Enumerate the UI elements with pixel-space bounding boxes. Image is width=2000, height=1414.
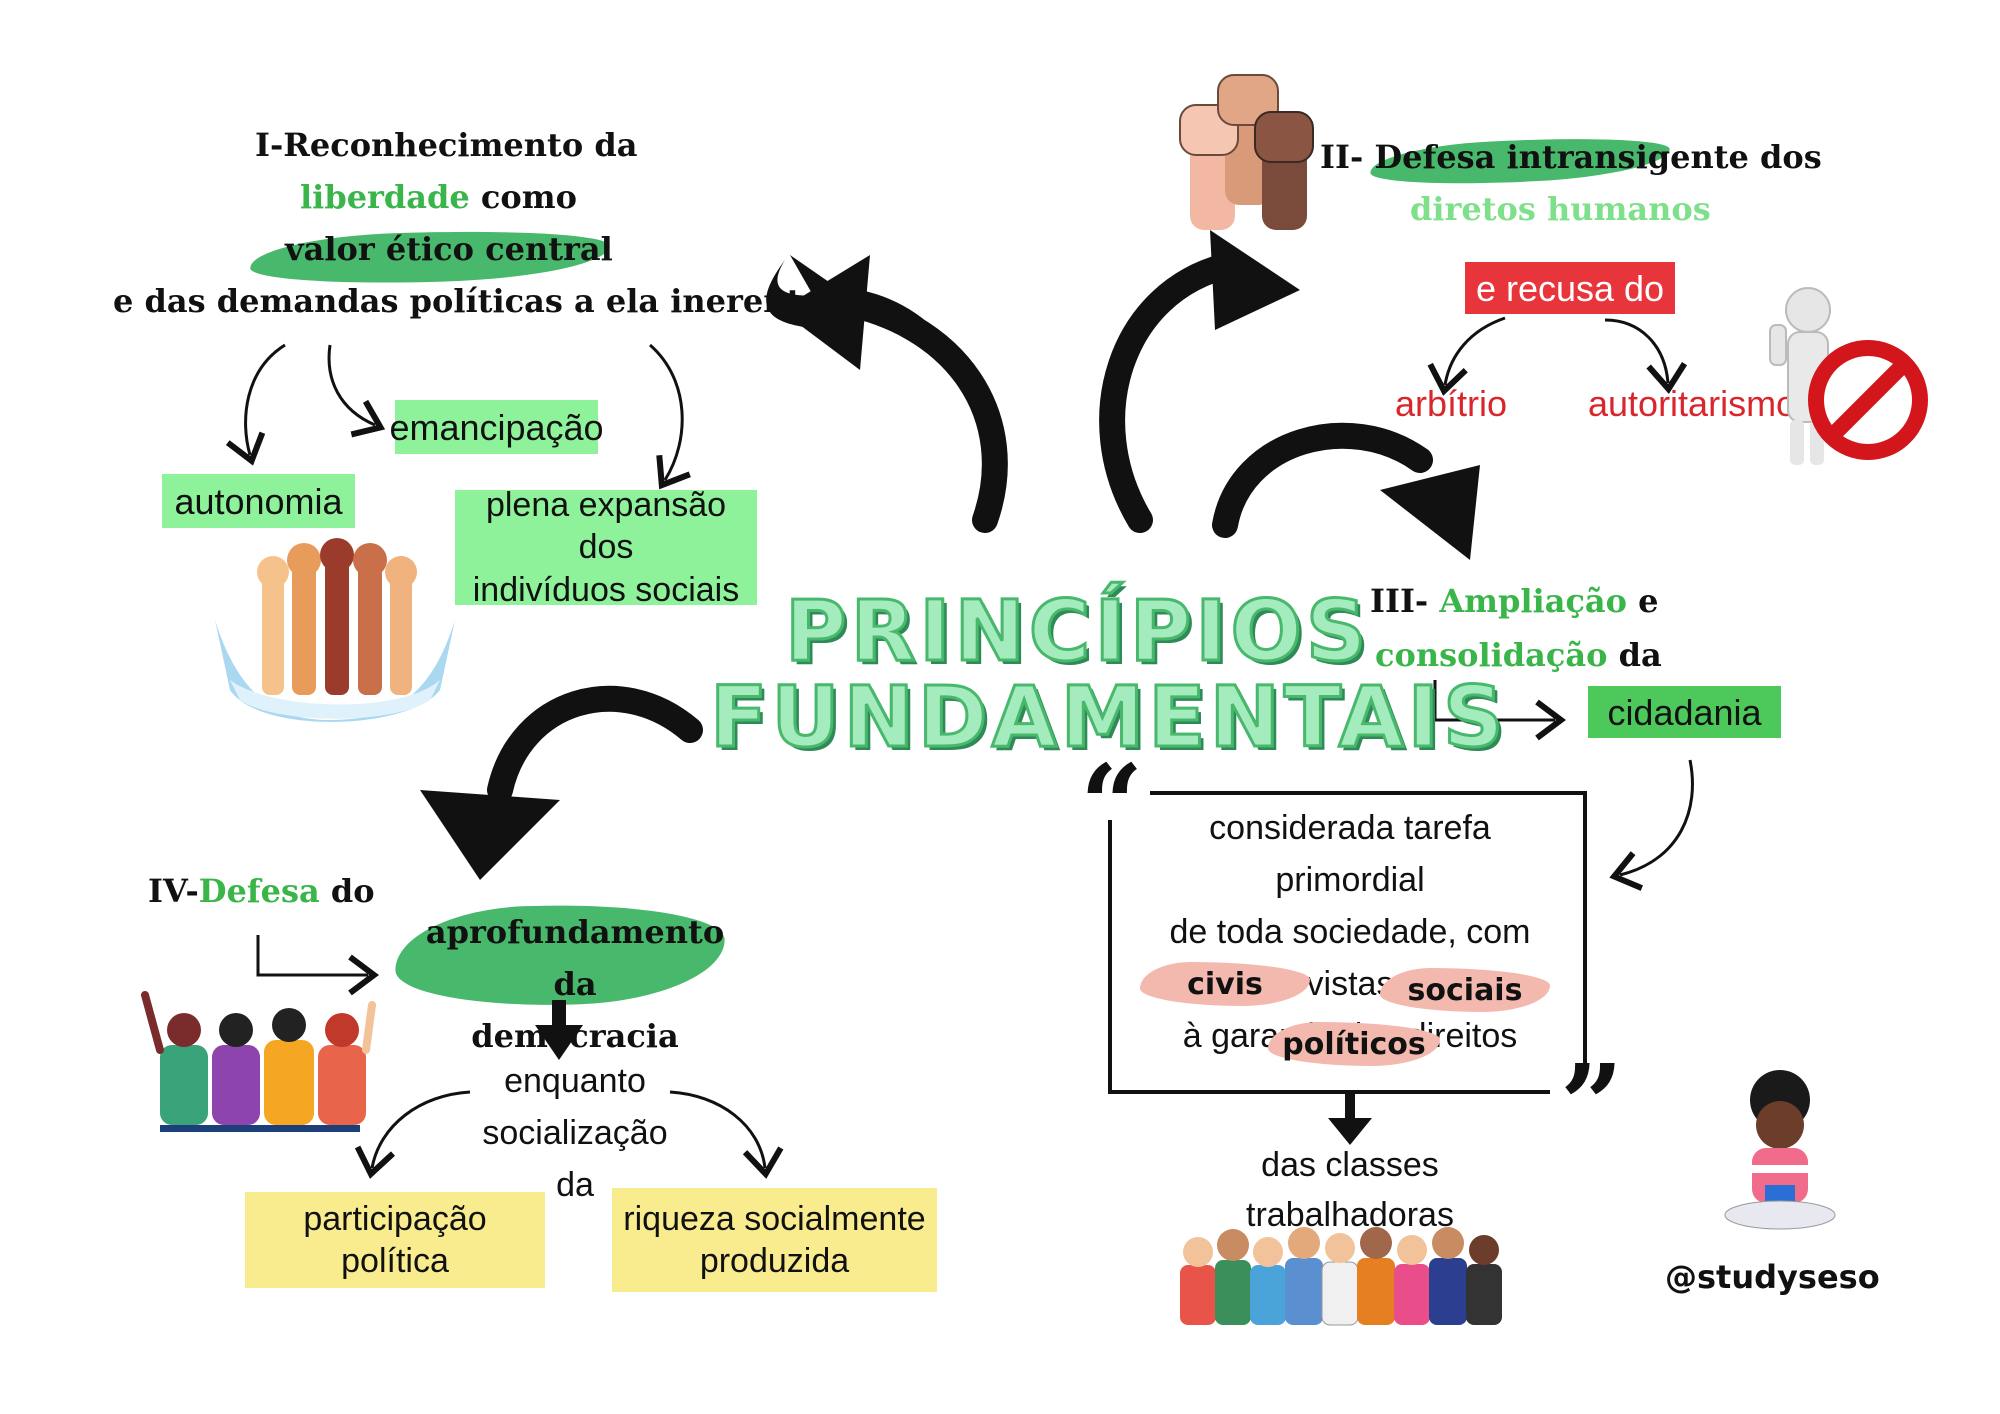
block-arrow-enquanto-stem (552, 1000, 566, 1030)
quote-frame (1108, 791, 1587, 1094)
cidadania-box: cidadania (1588, 686, 1781, 738)
right-civis-label: civis (1187, 966, 1263, 1002)
big-arrow-top-left-body (817, 287, 1008, 533)
emancipacao-label: emancipação (389, 406, 604, 448)
plena-line2: indivíduos sociais (472, 570, 740, 609)
principle4-rest: do (319, 872, 375, 910)
principle1-liberdade: liberdade (300, 178, 470, 216)
enquanto-text: enquanto socialização da (460, 1055, 690, 1211)
principle1-line2: liberdade como (300, 178, 577, 216)
big-arrow-right-head (1380, 465, 1480, 560)
participacao-line2: política (341, 1242, 449, 1280)
quote-line1: considerada tarefa primordial (1209, 809, 1491, 899)
principle2-line2: diretos humanos (1410, 190, 1711, 228)
principle1-line1: I-Reconhecimento da (255, 126, 638, 164)
arbitrio-label: arbítrio (1395, 383, 1508, 424)
principle3-line2: consolidação da (1375, 636, 1662, 674)
autoritarismo-label: autoritarismo (1588, 383, 1797, 424)
riqueza-line1: riqueza socialmente (623, 1199, 926, 1238)
recusa-label: e recusa do (1475, 267, 1665, 309)
principle1-line2-rest: como (469, 178, 577, 216)
principle3-ampliacao: Ampliação (1439, 582, 1627, 620)
arrow-to-riqueza (669, 1090, 784, 1179)
principle3-line2-rest: da (1607, 636, 1662, 674)
big-arrow-top-left-head (780, 255, 870, 370)
plena-line1: plena expansão dos (485, 485, 727, 567)
classes-line2: trabalhadoras (1246, 1196, 1454, 1234)
arrow-to-plena (649, 343, 691, 490)
title-line1: PRINCÍPIOS (783, 581, 1371, 682)
autonomia-label: autonomia (174, 480, 343, 522)
right-politicos: políticos (1268, 1022, 1440, 1066)
classes-text: das classes trabalhadoras (1240, 1140, 1460, 1240)
block-arrow-enquanto-head (535, 1025, 583, 1060)
principle2-line1: II- Defesa intransigente dos (1320, 138, 1822, 176)
principle4-prefix: IV- (148, 872, 199, 910)
aprofundamento-line1: aprofundamento da (425, 913, 725, 1003)
arrow-to-autonomia (225, 343, 286, 466)
arrow-to-arbitrio (1427, 316, 1506, 396)
principle4-heading: IV-Defesa do (148, 872, 375, 910)
autonomia-box: autonomia (162, 474, 355, 528)
block-arrow-classes-head (1328, 1118, 1372, 1145)
quote-line2: de toda sociedade, com vistas (1169, 913, 1531, 1003)
big-arrow-top-right-head (1210, 230, 1300, 330)
big-arrow-right-body (1212, 422, 1433, 538)
aprofundamento-line2: democracia (471, 1017, 679, 1055)
block-arrow-classes-stem (1345, 1092, 1355, 1122)
big-arrow-bottom-left-body (487, 685, 703, 803)
recusa-box: e recusa do (1465, 262, 1675, 314)
quote-text: considerada tarefa primordial de toda so… (1130, 802, 1570, 1062)
arrow-to-autoritarismo (1604, 318, 1688, 394)
quote-close-mark: ” (1560, 1040, 1624, 1169)
principle1-line3: valor ético central (285, 230, 613, 268)
arrow-to-participacao (354, 1090, 471, 1179)
principle2-prefix: II- (1320, 138, 1375, 176)
aprofundamento-text: aprofundamento da democracia (405, 906, 745, 1062)
big-arrow-top-right-body (1099, 252, 1243, 533)
quote-open-mark: “ (1080, 740, 1144, 869)
right-sociais-label: sociais (1407, 972, 1523, 1008)
big-arrow-bottom-left-head (420, 790, 560, 880)
title-line2: FUNDAMENTAIS (708, 667, 1508, 768)
principle3-line1: III- Ampliação e (1370, 582, 1659, 620)
principle2-defesa: Defesa intransigente dos (1374, 138, 1822, 176)
arrow-to-cidadania (1433, 680, 1566, 741)
participacao-line1: participação (303, 1199, 487, 1238)
principle3-consolidacao: consolidação (1375, 636, 1608, 674)
principle4-defesa: Defesa (198, 872, 320, 910)
cidadania-label: cidadania (1607, 691, 1762, 733)
plena-expansao-box: plena expansão dos indivíduos sociais (455, 486, 757, 609)
principle3-prefix: III- (1370, 582, 1440, 620)
right-politicos-label: políticos (1282, 1026, 1426, 1062)
signature-handle: @studyseso (1665, 1258, 1880, 1296)
right-civis: civis (1140, 962, 1310, 1006)
enquanto-line1: enquanto (504, 1062, 646, 1100)
arrow-to-aprofundamento (256, 935, 379, 996)
arrow-cidadania-to-quote (1609, 759, 1694, 891)
enquanto-line2: socialização da (482, 1114, 668, 1204)
riqueza-line2: produzida (699, 1242, 850, 1280)
participacao-box: participação política (245, 1192, 545, 1288)
riqueza-box: riqueza socialmente produzida (612, 1188, 937, 1292)
classes-line1: das classes (1261, 1146, 1439, 1184)
principle1-line4: e das demandas políticas a ela inerentes (113, 282, 840, 320)
emancipacao-box: emancipação (389, 400, 604, 454)
arrow-to-emancipacao (327, 344, 386, 438)
principle3-line1-rest: e (1627, 582, 1659, 620)
right-sociais: sociais (1380, 968, 1550, 1012)
